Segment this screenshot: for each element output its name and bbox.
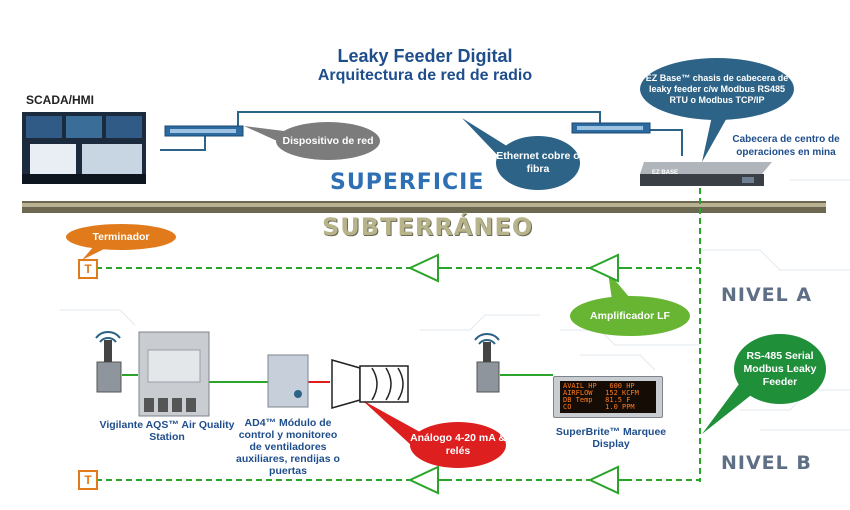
ana-callout-tail (362, 400, 420, 446)
ground-divider-highlight (22, 203, 826, 207)
superbrite-marquee-display: AVAIL HP 600 HP AIRFLOW 152 KCFM DB Temp… (553, 376, 663, 418)
ad4-module-icon (267, 354, 309, 408)
fan-damper-icon (331, 359, 409, 409)
amplificador-callout: Amplificador LF (570, 296, 690, 336)
aqs-station-icon (138, 331, 210, 417)
ezbase-brand-label: EZ BASE (652, 170, 679, 176)
amplifier-b1-icon (407, 465, 446, 495)
nivel-b-label: NIVEL B (721, 452, 812, 474)
superficie-label: SUPERFICIE (330, 170, 485, 195)
aqs-caption: Vigilante AQS™ Air Quality Station (99, 419, 235, 443)
amplifier-a2-icon (587, 253, 626, 283)
amplifier-a1-icon (407, 253, 446, 283)
scada-label: SCADA/HMI (26, 93, 94, 107)
terminator-b-icon: T (78, 470, 98, 490)
network-switch-1-icon (164, 125, 244, 137)
superbrite-radio-icon (474, 333, 500, 393)
marquee-line-2: AIRFLOW 152 KCFM (563, 389, 639, 397)
cabecera-label: Cabecera de centro de operaciones en min… (732, 134, 840, 158)
marquee-line-3: DB Temp 81.5 F (563, 396, 631, 404)
scada-workstation-image (22, 112, 146, 184)
amplifier-b2-icon (587, 465, 626, 495)
marquee-line-1: AVAIL HP 600 HP (563, 382, 635, 390)
ez-base-chassis-icon (640, 162, 772, 186)
ethernet-callout: Ethernet cobre o fibra (496, 136, 580, 190)
diagram-title: Leaky Feeder Digital (337, 46, 513, 66)
terminator-a-icon: T (78, 259, 98, 279)
aqs-radio-icon (95, 331, 122, 393)
term-callout-tail (82, 246, 106, 260)
terminador-callout: Terminador (66, 224, 176, 250)
ez-callout-tail (702, 116, 728, 162)
subterraneo-label: SUBTERRÁNEO (322, 213, 534, 241)
superbrite-caption: SuperBrite™ Marquee Display (555, 426, 667, 450)
marquee-line-4: CO 1.0 PPM (563, 403, 635, 411)
rs485-callout: RS-485 Serial Modbus Leaky Feeder (734, 334, 826, 404)
device-links (122, 374, 553, 383)
ad4-caption: AD4™ Módulo de control y monitoreo de ve… (236, 417, 340, 477)
dispositivo-callout: Dispositivo de red (276, 122, 380, 160)
network-switch-2-icon (571, 122, 651, 134)
analogo-callout: Análogo 4-20 mA & relés (410, 422, 506, 468)
nivel-a-label: NIVEL A (721, 284, 813, 306)
diagram-subtitle: Arquitectura de red de radio (317, 67, 533, 84)
marquee-screen: AVAIL HP 600 HP AIRFLOW 152 KCFM DB Temp… (560, 381, 656, 413)
ezbase-callout: EZ Base™ chasis de cabecera de leaky fee… (640, 58, 794, 120)
